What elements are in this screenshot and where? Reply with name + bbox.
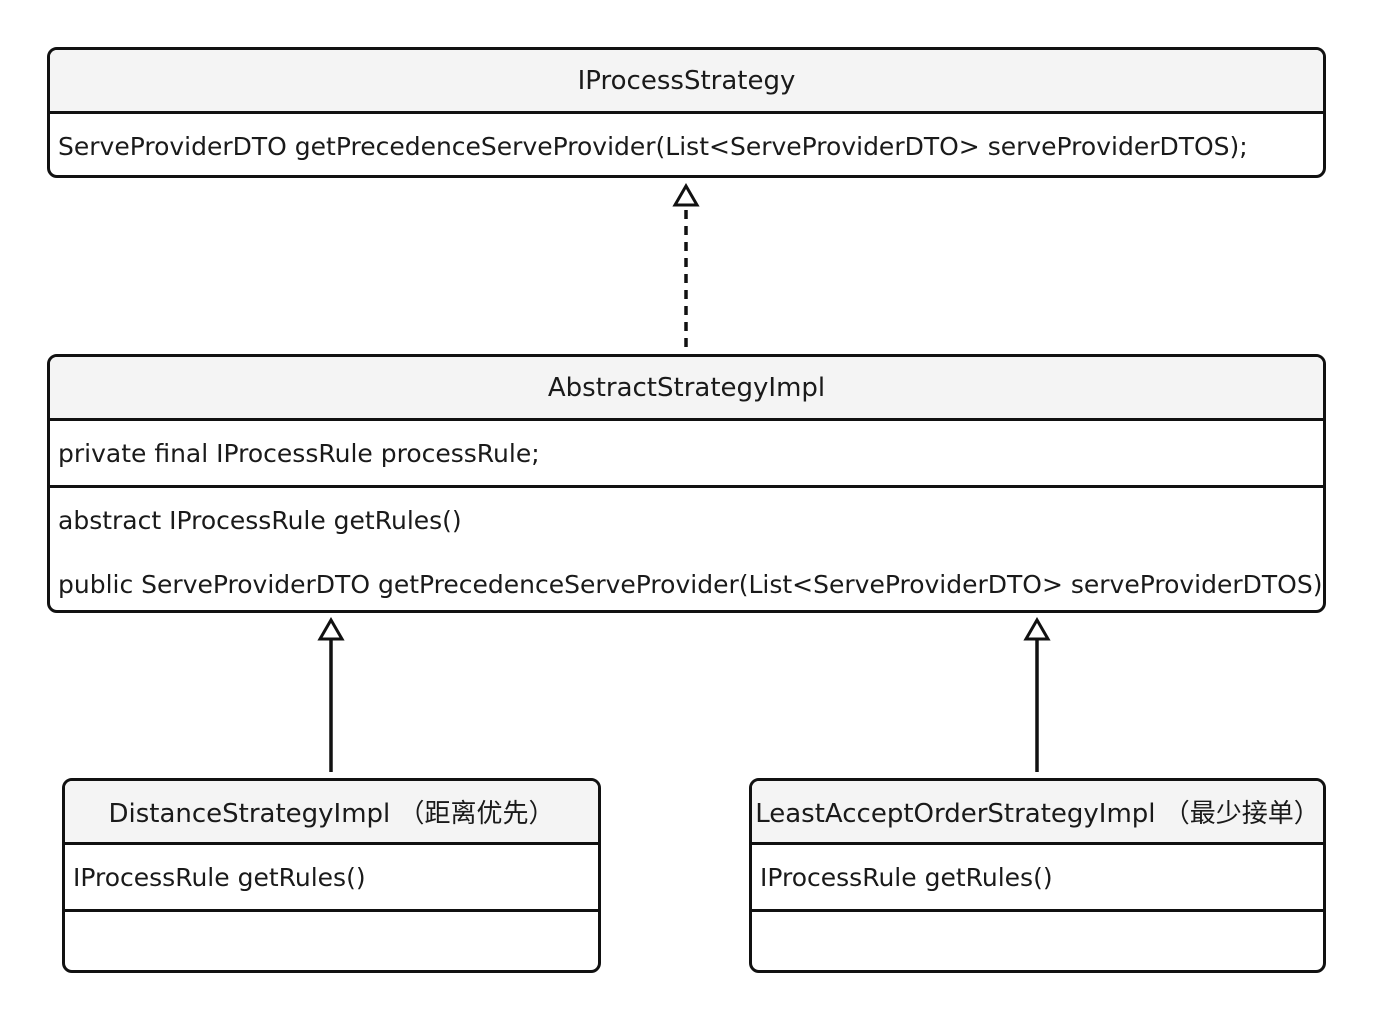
methods-section: ServeProviderDTO getPrecedenceServeProvi… [50,114,1323,175]
methods-section: IProcessRule getRules() [65,845,598,912]
empty-section [752,912,1323,970]
method-get-rules: IProcessRule getRules() [760,862,1053,892]
attribute-process-rule: private final IProcessRule processRule; [58,438,540,468]
class-name-abstract-strategy-impl: AbstractStrategyImpl [50,357,1323,421]
realization-arrowhead [672,183,700,207]
class-name-least-accept-order-strategy-impl: LeastAcceptOrderStrategyImpl （最少接单） [752,781,1323,845]
method-get-precedence-serve-provider: ServeProviderDTO getPrecedenceServeProvi… [58,131,1248,161]
class-name-distance-strategy-impl: DistanceStrategyImpl （距离优先） [65,781,598,845]
generalization-arrow-distance [317,617,345,772]
empty-section [65,912,598,970]
attributes-section: private final IProcessRule processRule; [50,421,1323,488]
class-least-accept-order-strategy-impl[interactable]: LeastAcceptOrderStrategyImpl （最少接单） IPro… [749,778,1326,973]
generalization-arrowhead [1023,617,1051,641]
realization-arrow [672,183,700,347]
generalization-arrow-least-accept-order [1023,617,1051,772]
generalization-arrowhead [317,617,345,641]
class-iprocess-strategy[interactable]: IProcessStrategy ServeProviderDTO getPre… [47,47,1326,178]
method-get-precedence-serve-provider: public ServeProviderDTO getPrecedenceSer… [58,569,1323,599]
class-name-iprocess-strategy: IProcessStrategy [50,50,1323,114]
method-get-rules: IProcessRule getRules() [73,862,366,892]
class-distance-strategy-impl[interactable]: DistanceStrategyImpl （距离优先） IProcessRule… [62,778,601,973]
methods-section: IProcessRule getRules() [752,845,1323,912]
class-abstract-strategy-impl[interactable]: AbstractStrategyImpl private final IProc… [47,354,1326,613]
method-get-rules: abstract IProcessRule getRules() [58,505,462,535]
methods-section: abstract IProcessRule getRules() public … [50,488,1323,610]
